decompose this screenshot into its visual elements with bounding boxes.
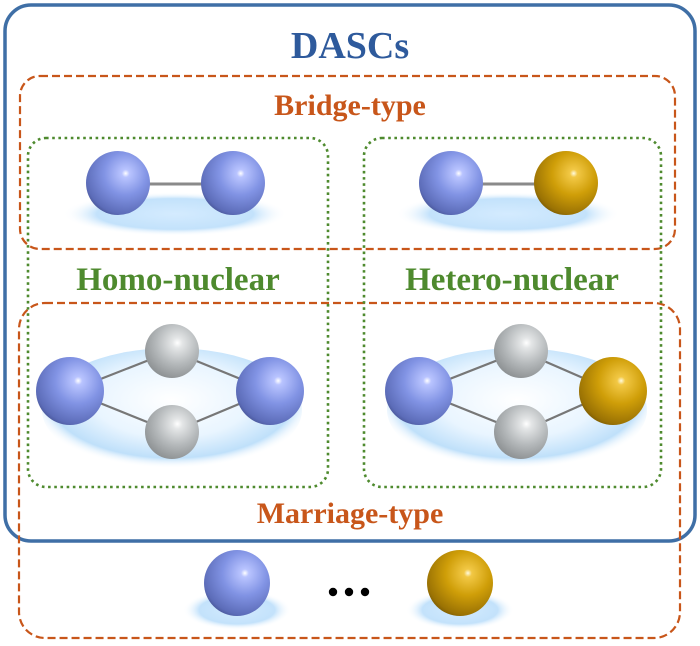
atom-gray bbox=[145, 324, 199, 378]
single-atoms-row bbox=[183, 550, 514, 630]
bridge-type-box bbox=[18, 74, 677, 251]
homo-nuclear-label: Homo-nuclear bbox=[76, 262, 279, 298]
atom-gray bbox=[494, 405, 548, 459]
bridge-type-label: Bridge-type bbox=[274, 89, 426, 122]
homo-nuclear-box bbox=[26, 136, 330, 489]
marriage-type-box bbox=[17, 301, 682, 640]
atom-blue bbox=[236, 357, 304, 425]
marriage-type-label: Marriage-type bbox=[257, 497, 444, 530]
marriage-hetero-molecule bbox=[385, 324, 647, 472]
atom-blue bbox=[419, 151, 483, 215]
atom-blue bbox=[36, 357, 104, 425]
atom-blue bbox=[86, 151, 150, 215]
ellipsis-dot bbox=[360, 587, 370, 597]
bridge-hetero-molecule bbox=[396, 151, 620, 236]
ellipsis-dot bbox=[328, 587, 338, 597]
hetero-nuclear-box bbox=[362, 136, 663, 489]
atom-gray bbox=[494, 324, 548, 378]
atom-blue bbox=[201, 151, 265, 215]
hetero-nuclear-label: Hetero-nuclear bbox=[405, 262, 619, 298]
atom-gray bbox=[145, 405, 199, 459]
marriage-homo-molecule bbox=[36, 324, 304, 472]
atom-gold bbox=[534, 151, 598, 215]
ellipsis-dot bbox=[344, 587, 354, 597]
atom-gold bbox=[579, 357, 647, 425]
dascs-title: DASCs bbox=[291, 25, 409, 67]
atom-gold bbox=[427, 550, 493, 616]
dascs-box bbox=[3, 3, 697, 543]
atom-blue bbox=[385, 357, 453, 425]
atom-blue bbox=[204, 550, 270, 616]
bridge-homo-molecule bbox=[63, 151, 287, 236]
